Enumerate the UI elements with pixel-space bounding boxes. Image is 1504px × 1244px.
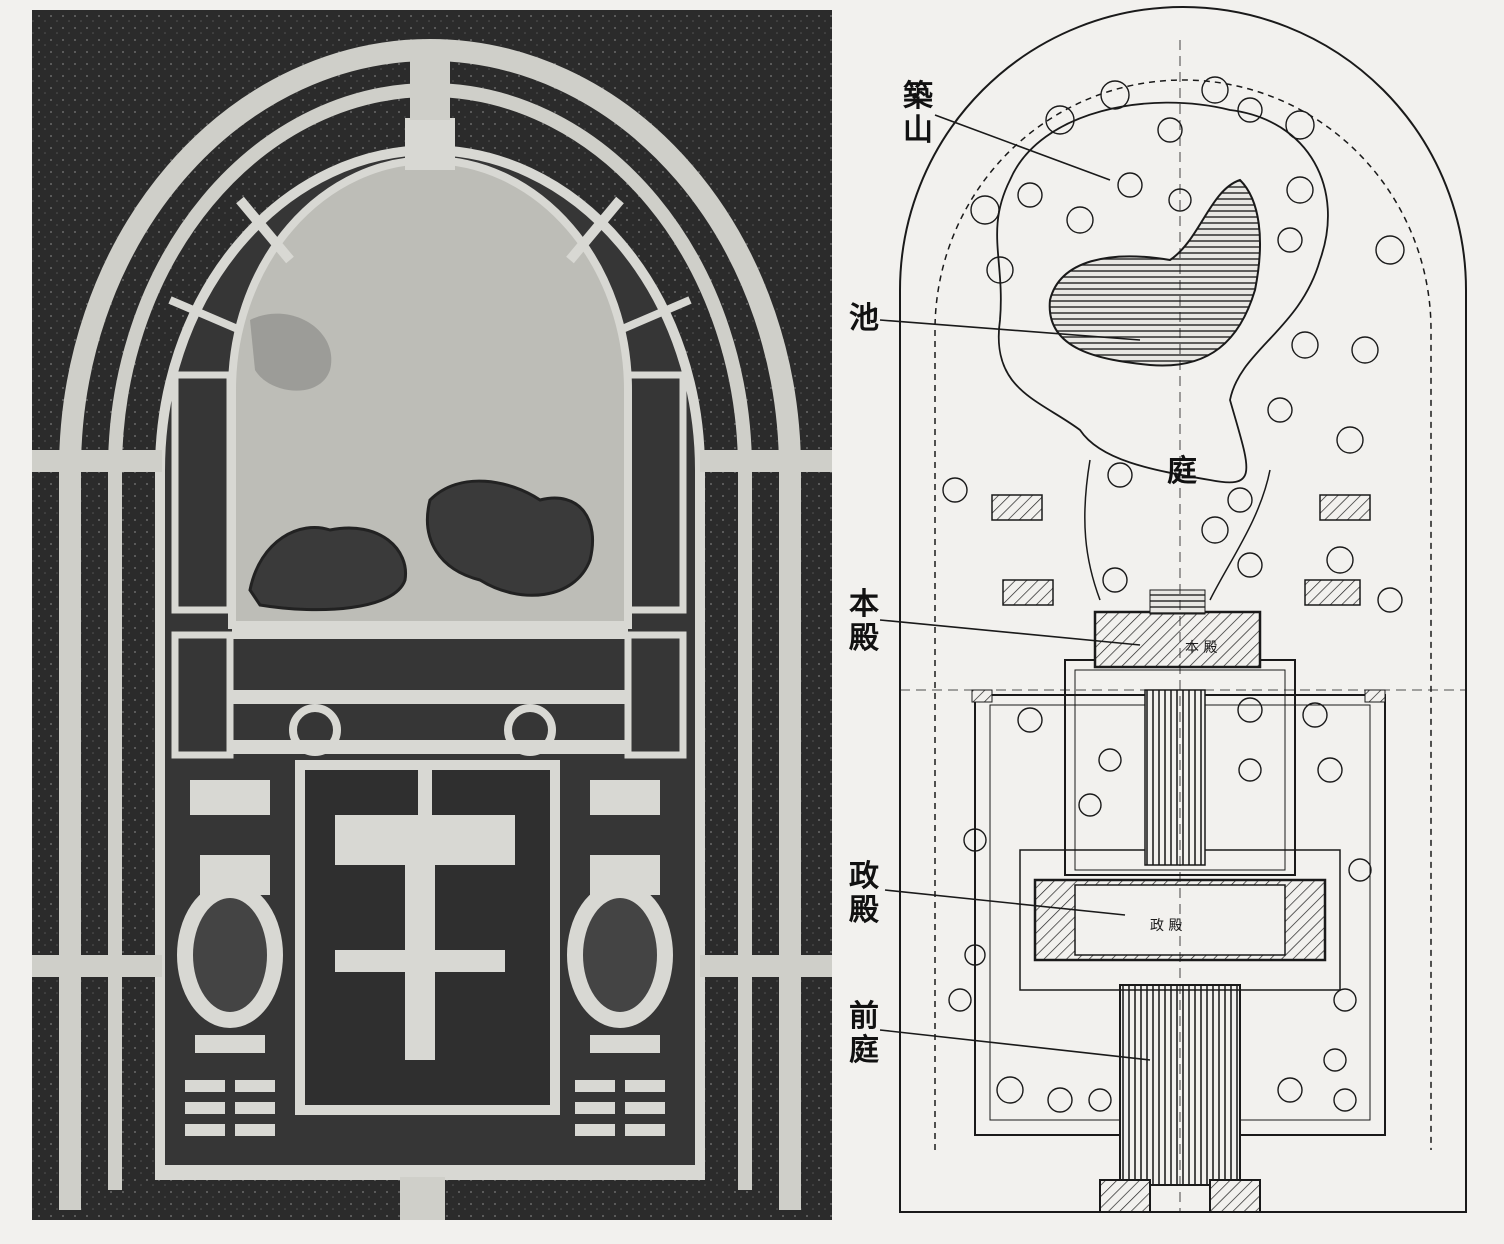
- label-glyph: 庭: [849, 1033, 879, 1068]
- west-oval: [177, 882, 283, 1028]
- aerial-site-plan: [32, 10, 832, 1220]
- label-glyph: 殿: [849, 621, 879, 656]
- east-oval: [567, 882, 673, 1028]
- label-glyph: 殿: [849, 893, 879, 928]
- label-glyph: 山: [903, 113, 933, 148]
- label-glyph: 築: [903, 79, 933, 114]
- pond-east: [425, 479, 595, 597]
- pond-west: [248, 526, 408, 612]
- label-seiden: 政殿: [844, 860, 884, 928]
- label-tsukiyama-text: 築山: [898, 80, 938, 148]
- outer-boundary: [899, 6, 1467, 1213]
- label-seiden-text: 政殿: [844, 860, 884, 928]
- label-glyph: 前: [849, 999, 879, 1034]
- label-glyph: 政: [849, 859, 879, 894]
- label-ike: 池: [844, 302, 884, 336]
- honden-hall: [1093, 610, 1262, 669]
- label-glyph: 池: [849, 301, 879, 336]
- svg-text:本 殿: 本 殿: [1185, 640, 1217, 656]
- label-maeniwa: 前庭: [844, 1000, 884, 1068]
- pond: [1048, 178, 1261, 367]
- svg-text:政 殿: 政 殿: [1150, 918, 1182, 934]
- leader-lines: [879, 114, 1151, 1061]
- label-niwa-text: 庭: [1162, 455, 1202, 489]
- label-maeniwa-text: 前庭: [844, 1000, 884, 1068]
- label-glyph: 本: [849, 587, 879, 622]
- label-niwa: 庭: [1162, 455, 1202, 489]
- north-gate: [405, 118, 455, 170]
- line-site-plan: 本 殿 政 殿: [879, 6, 1467, 1213]
- label-glyph: 庭: [1167, 454, 1197, 489]
- label-tsukiyama: 築山: [898, 80, 938, 148]
- label-ike-text: 池: [844, 302, 884, 336]
- garden-hill: [996, 101, 1329, 484]
- label-honden: 本殿: [844, 588, 884, 656]
- label-honden-text: 本殿: [844, 588, 884, 656]
